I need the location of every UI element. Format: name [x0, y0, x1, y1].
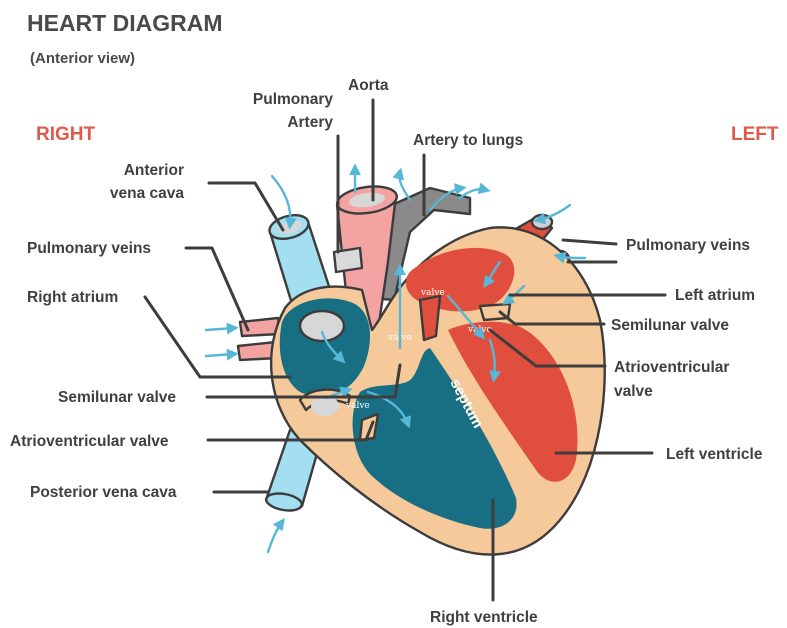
label-semilunar-valve-right: Semilunar valve	[58, 389, 176, 406]
label-aorta: Aorta	[348, 77, 389, 94]
mitral-valve-flap	[420, 296, 440, 340]
label-pulmonary-artery-line1: Pulmonary	[253, 91, 333, 108]
label-right-atrium: Right atrium	[27, 289, 118, 306]
right-atrium-opening	[300, 311, 344, 341]
label-pulmonary-artery-line2: Artery	[287, 114, 333, 131]
label-atrioventricular-valve-right: Atrioventricular valve	[10, 433, 169, 450]
label-right-ventricle: Right ventricle	[430, 609, 538, 626]
label-anterior-vena-cava-line2: vena cava	[110, 185, 184, 202]
label-left-ventricle: Left ventricle	[666, 446, 763, 463]
valve-tag-tricuspid: valve	[345, 401, 370, 411]
label-pulmonary-veins-left: Pulmonary veins	[626, 237, 750, 254]
label-left-atrium: Left atrium	[675, 287, 755, 304]
left-side-label: LEFT	[731, 124, 779, 145]
label-atrioventricular-valve-left-line2: valve	[614, 383, 653, 400]
diagram-title: HEART DIAGRAM	[27, 10, 223, 36]
label-posterior-vena-cava: Posterior vena cava	[30, 484, 177, 501]
right-side-label: RIGHT	[36, 124, 96, 145]
label-anterior-vena-cava-line1: Anterior	[124, 162, 184, 179]
valve-tag-mitral: valve	[420, 288, 445, 298]
label-pulmonary-veins-right: Pulmonary veins	[27, 240, 151, 257]
label-semilunar-valve-left: Semilunar valve	[611, 317, 729, 334]
semilunar-opening	[311, 396, 339, 416]
label-artery-to-lungs: Artery to lungs	[413, 132, 523, 149]
diagram-subtitle: (Anterior view)	[30, 50, 135, 67]
label-atrioventricular-valve-left-line1: Atrioventricular	[614, 359, 729, 376]
